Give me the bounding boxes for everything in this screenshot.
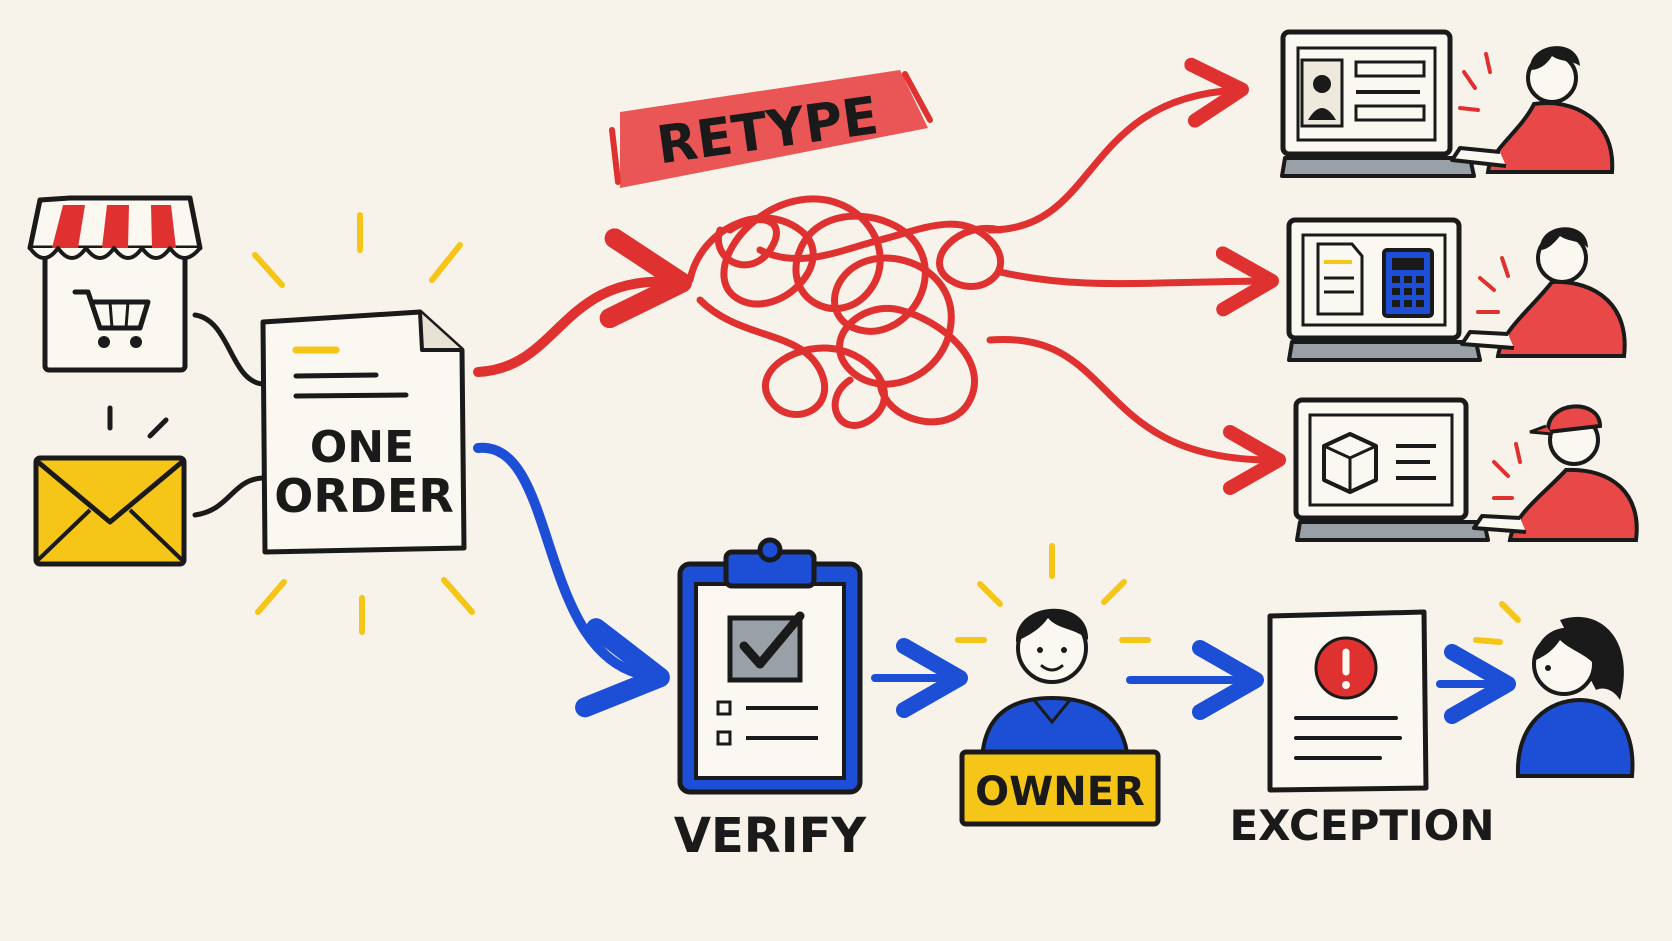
clipboard-check-icon: [677, 537, 863, 795]
computer-accounting-worker: [1286, 217, 1627, 362]
order-label-order: ORDER: [274, 469, 454, 523]
envelope-icon: [33, 455, 187, 567]
owner-label: OWNER: [975, 769, 1145, 815]
retype-banner: RETYPE: [609, 70, 933, 188]
owner-badge: OWNER: [959, 749, 1161, 827]
tangle-scribble: [686, 195, 1005, 429]
alert-document-icon: [1267, 609, 1429, 793]
red-worker-arrows: [986, 57, 1286, 495]
computer-shipping-worker: [1293, 397, 1639, 542]
computer-profile-worker: [1280, 29, 1615, 178]
verify-label: VERIFY: [674, 808, 868, 864]
alert-marks: [107, 405, 169, 439]
blue-flow-arrow: [473, 442, 670, 718]
order-document-icon: ONE ORDER: [260, 309, 467, 555]
person-icon: [1515, 616, 1635, 778]
order-label-one: ONE: [310, 422, 414, 473]
resolver-highlight-rays: [1473, 601, 1521, 645]
person-owner-icon: [979, 608, 1131, 762]
storefront-cart-icon: [27, 195, 203, 373]
source-connectors: [192, 312, 265, 518]
exception-label: EXCEPTION: [1229, 801, 1494, 850]
red-flow-arrow: [473, 228, 692, 377]
highlight-rays: [252, 212, 475, 635]
owner-highlight-rays: [955, 543, 1151, 643]
